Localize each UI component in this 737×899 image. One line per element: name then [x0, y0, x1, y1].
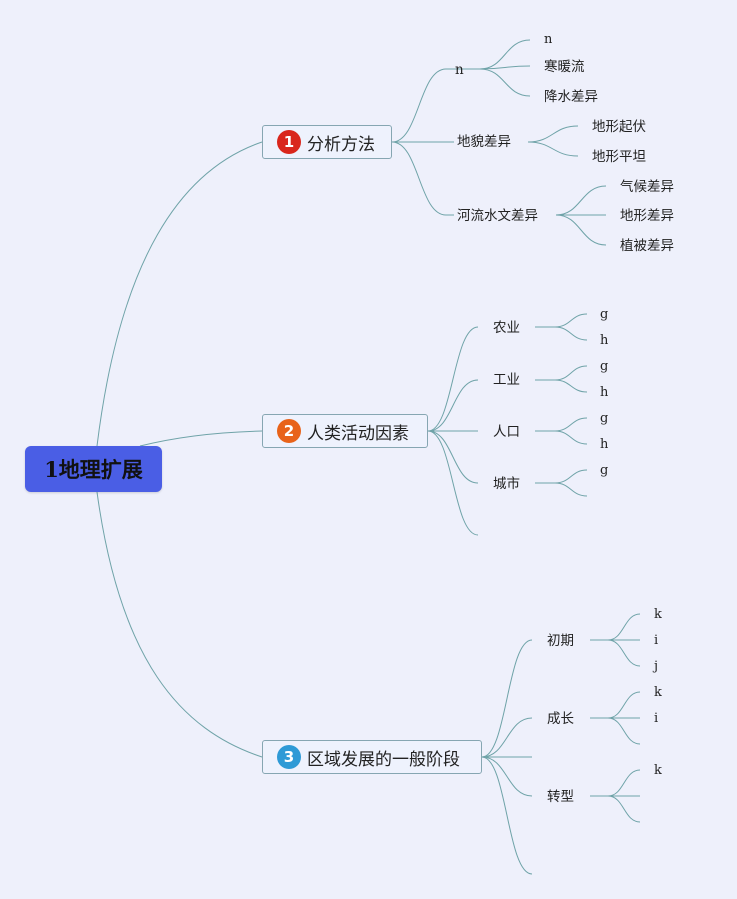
leaf-terrain-flat[interactable]: 地形平坦 — [592, 149, 646, 165]
connector-branch3-leaf2-2 — [607, 795, 641, 823]
branch-label: 区域发展的一般阶段 — [307, 749, 460, 770]
leaf-k[interactable]: k — [654, 685, 662, 700]
leaf-h[interactable]: h — [600, 437, 609, 452]
leaf-terrain-relief[interactable]: 地形起伏 — [592, 119, 646, 135]
subtopic-growth-stage[interactable]: 成长 — [547, 711, 574, 727]
subtopic-river-hydrology-difference[interactable]: 河流水文差异 — [457, 208, 538, 224]
subtopic-landform-difference[interactable]: 地貌差异 — [457, 134, 511, 150]
leaf-g[interactable]: g — [600, 463, 609, 478]
leaf-g[interactable]: g — [600, 359, 609, 374]
connector-branch2-sub0 — [427, 326, 479, 432]
connector-branch2-sub1 — [427, 379, 479, 432]
connector-root-branch2 — [139, 430, 263, 447]
connector-root-branch1 — [96, 141, 263, 447]
number-badge-1: 1 — [277, 130, 301, 154]
connector-branch2-leaf3-1 — [554, 482, 588, 497]
connector-branch2-sub3 — [427, 430, 479, 484]
leaf-k[interactable]: k — [654, 763, 662, 778]
subtopic-transformation-stage[interactable]: 转型 — [547, 789, 574, 805]
connector-branch3-leaf1-2 — [607, 717, 641, 745]
subtopic-industry[interactable]: 工业 — [493, 372, 520, 388]
connector-root-branch3 — [96, 491, 263, 758]
connector-branch3-leaf0-2 — [607, 639, 641, 667]
connector-branch2-leaf1-0 — [554, 365, 588, 381]
leaf-i[interactable]: i — [654, 711, 659, 726]
connector-landform-leaf0 — [527, 125, 579, 143]
connector-branch2-leaf2-0 — [554, 417, 588, 432]
leaf-n[interactable]: n — [544, 32, 553, 47]
branch-label: 人类活动因素 — [307, 423, 409, 444]
connector-branch3-sub0 — [481, 639, 533, 758]
leaf-k[interactable]: k — [654, 607, 662, 622]
connector-n-leaf2 — [479, 68, 531, 97]
leaf-g[interactable]: g — [600, 411, 609, 426]
leaf-climate-difference[interactable]: 气候差异 — [620, 179, 674, 195]
leaf-i[interactable]: i — [654, 633, 659, 648]
connector-landform-leaf1 — [527, 141, 579, 157]
leaf-h[interactable]: h — [600, 333, 609, 348]
leaf-terrain-difference[interactable]: 地形差异 — [620, 208, 674, 224]
connector-n-leaf1 — [479, 65, 531, 70]
branch-node-regional-development[interactable]: 3 区域发展的一般阶段 — [262, 740, 482, 774]
leaf-h[interactable]: h — [600, 385, 609, 400]
leaf-j[interactable]: j — [654, 659, 659, 674]
connector-branch3-leaf2-0 — [607, 769, 641, 797]
connector-n-leaf0 — [479, 39, 531, 70]
number-badge-3: 3 — [277, 745, 301, 769]
leaf-vegetation-difference[interactable]: 植被差异 — [620, 238, 674, 254]
connector-branch2-leaf3-0 — [554, 469, 588, 484]
branch-node-human-activity[interactable]: 2 人类活动因素 — [262, 414, 428, 448]
branch-label: 分析方法 — [307, 134, 375, 155]
connector-branch1-sub0 — [391, 68, 447, 143]
root-label: 1地理扩展 — [44, 457, 143, 482]
connector-branch2-leaf1-1 — [554, 379, 588, 393]
root-node[interactable]: 1地理扩展 — [25, 446, 162, 492]
number-badge-2: 2 — [277, 419, 301, 443]
connector-branch3-sub3 — [481, 756, 533, 875]
connector-river-leaf0 — [555, 185, 607, 216]
subtopic-n[interactable]: n — [455, 62, 464, 78]
connector-branch1-sub2 — [391, 141, 447, 216]
connector-branch2-leaf2-1 — [554, 430, 588, 445]
connector-branch3-leaf0-0 — [607, 613, 641, 641]
leaf-warm-cold-currents[interactable]: 寒暖流 — [544, 59, 585, 75]
connector-river-leaf2 — [555, 214, 607, 246]
subtopic-agriculture[interactable]: 农业 — [493, 320, 520, 336]
subtopic-population[interactable]: 人口 — [493, 424, 520, 440]
connector-branch2-leaf0-0 — [554, 313, 588, 328]
connector-branch3-sub2 — [481, 756, 533, 797]
subtopic-initial-stage[interactable]: 初期 — [547, 633, 574, 649]
leaf-precipitation-difference[interactable]: 降水差异 — [544, 89, 598, 105]
connector-branch3-sub1 — [481, 717, 533, 758]
connector-branch2-leaf0-1 — [554, 326, 588, 341]
connector-branch2-sub4 — [427, 430, 479, 536]
branch-node-analysis-methods[interactable]: 1 分析方法 — [262, 125, 392, 159]
connector-branch3-leaf1-0 — [607, 691, 641, 719]
leaf-g[interactable]: g — [600, 307, 609, 322]
subtopic-city[interactable]: 城市 — [493, 476, 520, 492]
